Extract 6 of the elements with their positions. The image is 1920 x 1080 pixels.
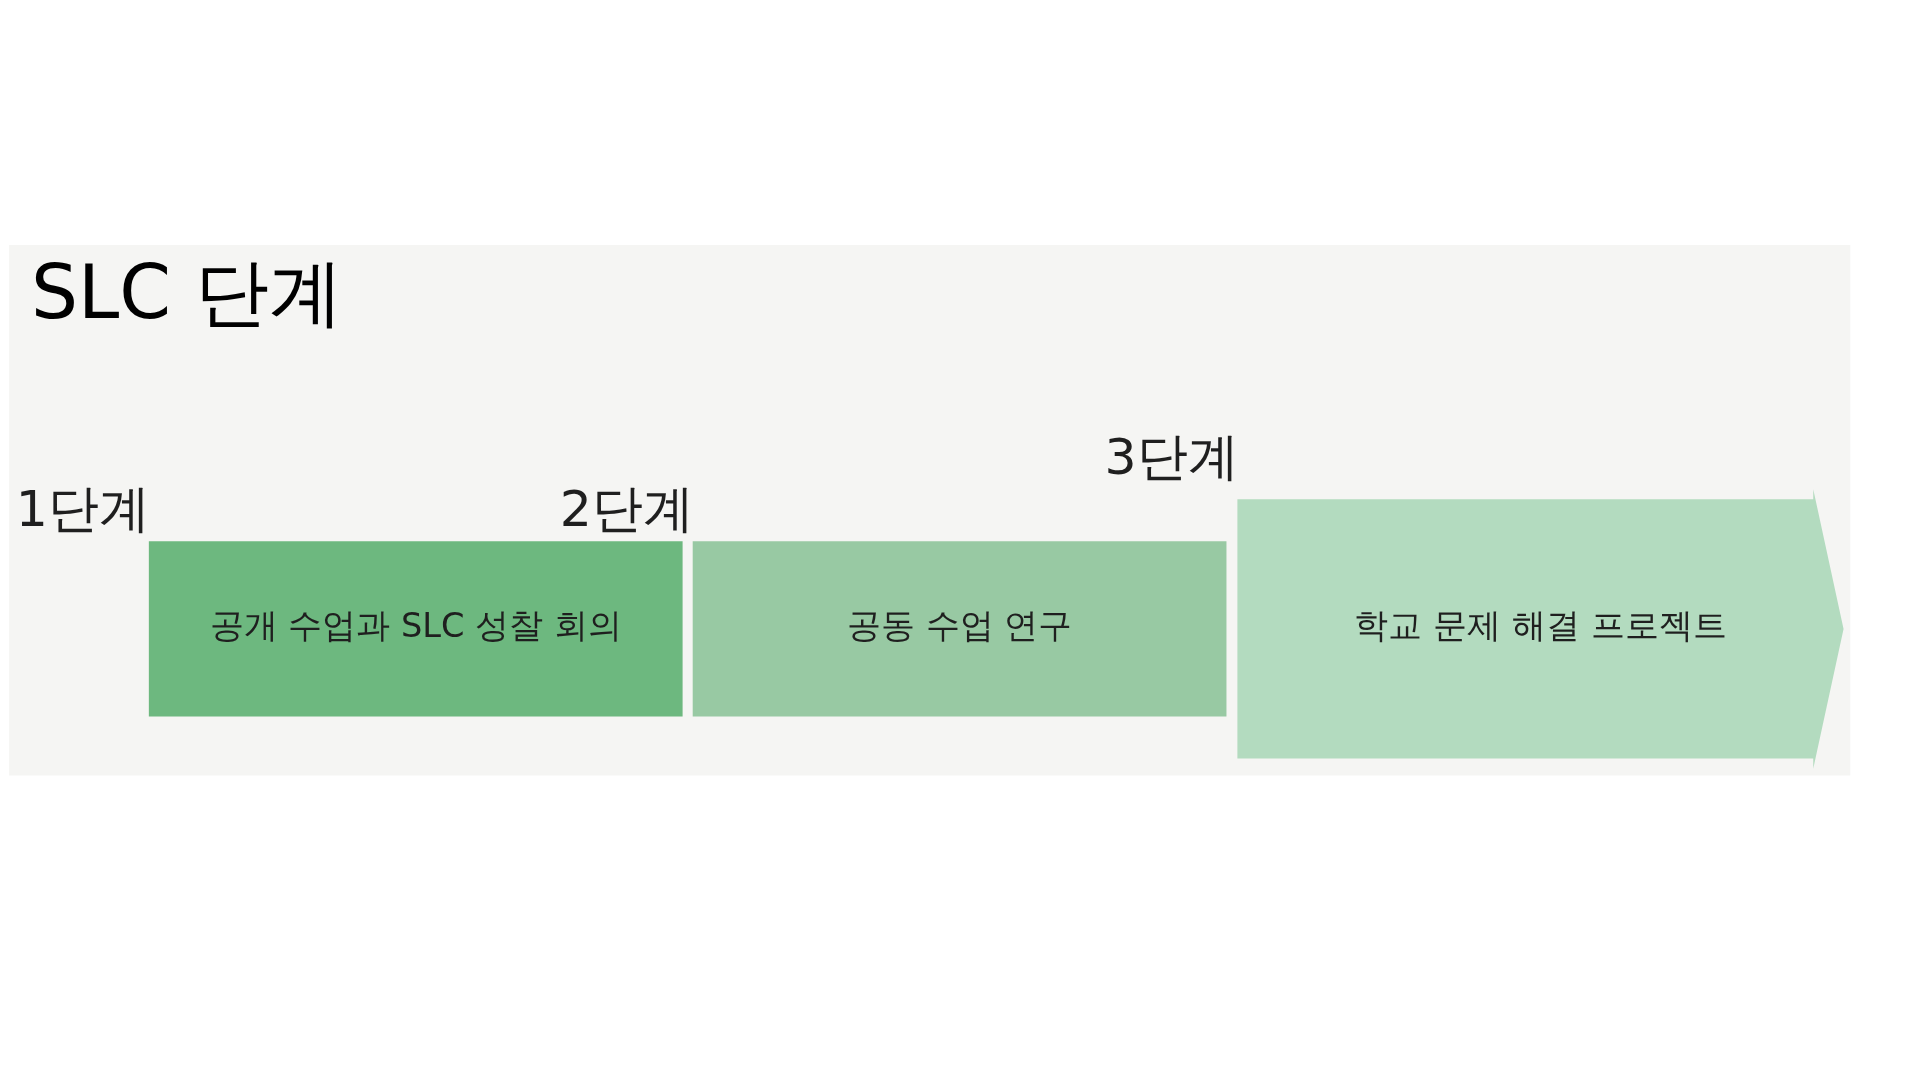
node-box: 공동 수업 연구 xyxy=(692,540,1227,716)
node-label: 3단계 xyxy=(1104,426,1239,486)
node-box: 공개 수업과 SLC 성찰 회의 xyxy=(148,540,683,716)
diagram-title: SLC 단계 xyxy=(30,248,343,335)
node-label: 1단계 xyxy=(15,478,150,538)
node-label: 2단계 xyxy=(559,478,694,538)
